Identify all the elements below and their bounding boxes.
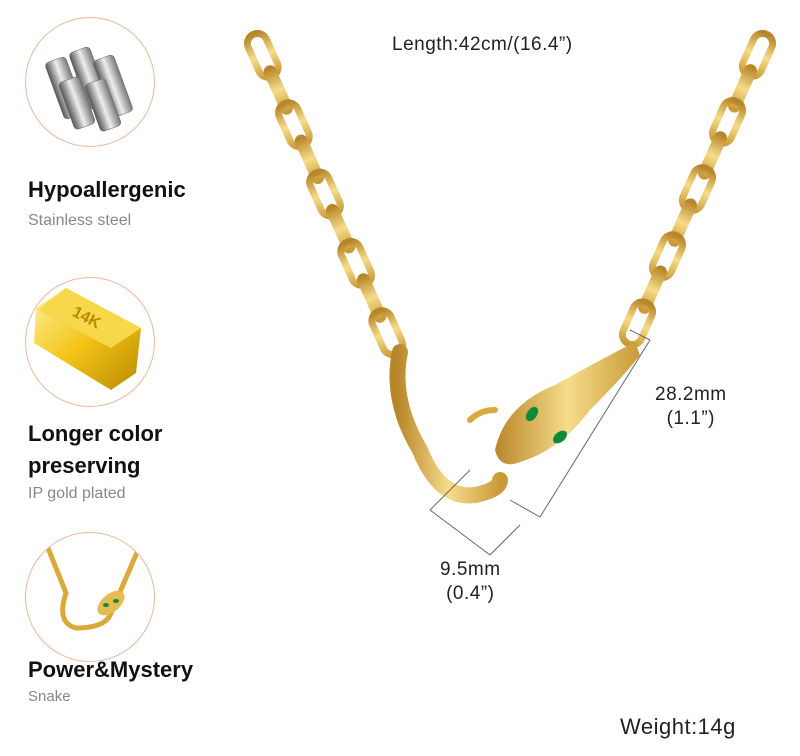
chain-link <box>294 134 325 185</box>
height-mm: 28.2mm <box>655 384 727 405</box>
snake-pendant-icon <box>43 542 144 631</box>
emerald-eye <box>553 430 567 444</box>
chain-link <box>668 198 697 247</box>
chain-link <box>325 203 356 254</box>
gold-bar-icon: 14K <box>34 288 141 390</box>
emerald-eye <box>525 406 539 422</box>
feature-title: Longer color preserving <box>28 418 162 482</box>
width-in: (0.4”) <box>446 583 495 604</box>
width-mm: 9.5mm <box>440 559 501 580</box>
feature-title: Power&Mystery <box>28 657 194 682</box>
steel-rods-icon <box>45 46 133 132</box>
feature-title-line: Longer color <box>28 421 163 446</box>
length-label: Length:42cm/(16.4”) <box>392 34 573 55</box>
chain-link <box>356 273 387 323</box>
steel-rods-image <box>25 17 155 147</box>
height-in: (1.1”) <box>666 408 716 429</box>
feature-title-line: preserving <box>28 453 141 478</box>
feature-title: Hypoallergenic <box>28 177 186 202</box>
feature-subtitle: Snake <box>28 688 71 705</box>
feature-subtitle: Stainless steel <box>28 212 132 229</box>
chain-link <box>263 65 294 115</box>
chain-link <box>618 298 657 349</box>
width-dimension: 9.5mm (0.4”) <box>440 558 501 606</box>
chain-link <box>638 265 667 314</box>
snake-tail <box>389 344 508 504</box>
chain-link <box>728 64 757 113</box>
gold-bar-image: 14K <box>25 277 155 407</box>
snake-head <box>495 342 640 465</box>
snake-pendant-image <box>25 532 155 662</box>
weight-label: Weight:14g <box>620 714 736 739</box>
chain-link <box>698 131 727 180</box>
feature-subtitle: IP gold plated <box>28 485 126 502</box>
dimension-lines <box>429 329 651 556</box>
height-dimension: 28.2mm (1.1”) <box>655 383 727 431</box>
